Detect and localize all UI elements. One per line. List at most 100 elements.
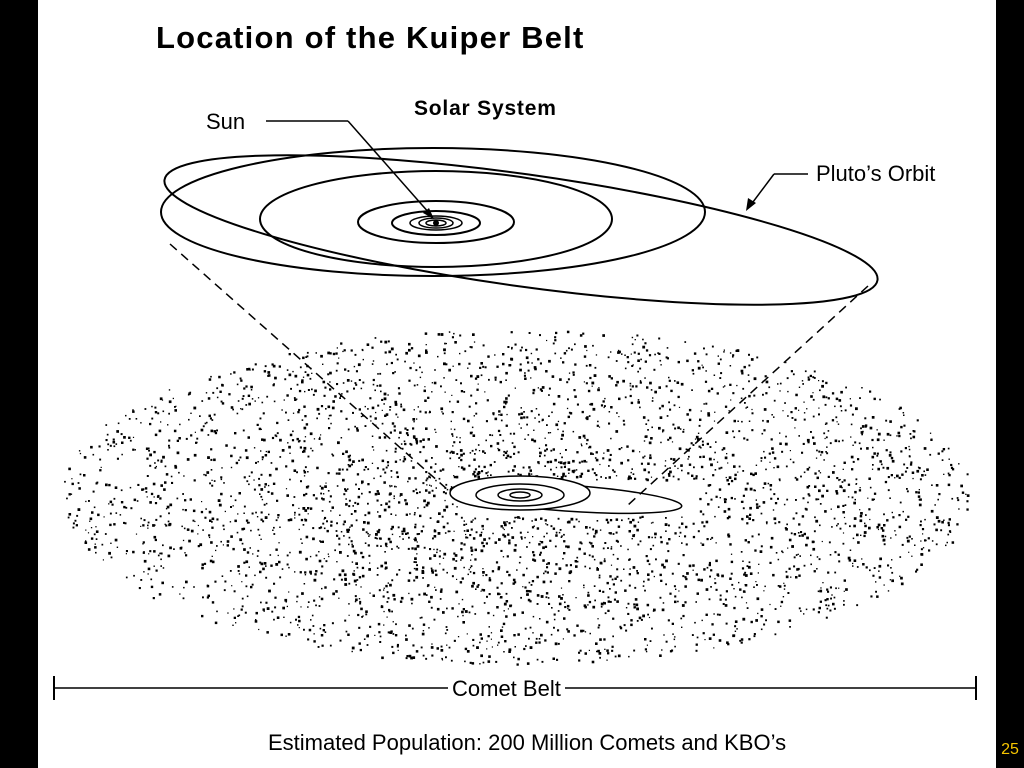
comet-dot [70, 493, 73, 495]
comet-dot [767, 482, 770, 485]
comet-dot [184, 499, 187, 502]
comet-dot [927, 537, 930, 540]
comet-dot [312, 393, 315, 396]
comet-dot [364, 542, 367, 544]
comet-dot [883, 543, 886, 546]
comet-dot [434, 369, 436, 371]
comet-dot [548, 394, 550, 396]
comet-dot [441, 411, 443, 413]
comet-dot [579, 541, 582, 544]
comet-dot [727, 535, 731, 538]
comet-dot [686, 413, 689, 416]
comet-dot [480, 590, 482, 592]
comet-dot [120, 489, 123, 492]
comet-dot [765, 468, 767, 471]
comet-dot [338, 537, 341, 540]
comet-dot [764, 375, 767, 378]
comet-dot [237, 565, 240, 568]
comet-dot [353, 365, 356, 368]
comet-dot [702, 513, 705, 516]
comet-dot [296, 437, 299, 441]
comet-dot [181, 525, 183, 528]
comet-dot [399, 495, 401, 497]
comet-dot [851, 468, 854, 471]
comet-dot [339, 395, 342, 397]
comet-dot [526, 593, 528, 596]
comet-dot [629, 520, 632, 524]
comet-dot [115, 512, 118, 514]
comet-dot [250, 471, 253, 474]
comet-dot [264, 454, 268, 457]
comet-dot [835, 492, 839, 495]
comet-dot [842, 532, 845, 534]
comet-dot [371, 346, 374, 349]
comet-dot [917, 466, 920, 468]
comet-dot [729, 577, 732, 580]
comet-dot [562, 430, 564, 433]
comet-dot [557, 610, 560, 612]
comet-dot [537, 461, 540, 464]
comet-dot [637, 521, 640, 523]
comet-dot [878, 576, 882, 579]
comet-dot [540, 541, 544, 544]
comet-dot [530, 584, 533, 586]
comet-dot [444, 499, 446, 502]
comet-dot [713, 420, 716, 422]
comet-dot [502, 362, 505, 366]
comet-dot [136, 500, 139, 502]
comet-dot [765, 380, 769, 384]
comet-dot [496, 442, 500, 445]
comet-dot [535, 408, 538, 410]
comet-dot [117, 422, 120, 425]
comet-dot [440, 333, 444, 336]
comet-dot [681, 626, 683, 628]
comet-dot [827, 397, 830, 400]
comet-dot [945, 544, 947, 547]
comet-dot [567, 607, 569, 610]
comet-dot [674, 465, 676, 467]
comet-dot [381, 459, 385, 463]
comet-dot [564, 606, 567, 609]
comet-dot [113, 497, 116, 500]
comet-dot [627, 361, 630, 364]
comet-dot [653, 608, 656, 612]
comet-dot [715, 588, 718, 591]
comet-dot [413, 384, 416, 387]
comet-dot [248, 566, 250, 568]
comet-dot [247, 436, 250, 439]
comet-dot [262, 567, 265, 571]
comet-dot [164, 481, 167, 484]
comet-dot [123, 436, 126, 439]
comet-dot [483, 602, 486, 604]
comet-dot [661, 404, 664, 408]
comet-dot [185, 554, 188, 557]
comet-dot [795, 576, 798, 579]
comet-dot [425, 657, 428, 660]
comet-dot [201, 501, 203, 503]
comet-dot [786, 377, 789, 380]
comet-dot [520, 596, 522, 599]
comet-dot [643, 580, 645, 583]
comet-dot [666, 542, 669, 545]
comet-dot [354, 510, 357, 513]
comet-dot [532, 392, 535, 395]
comet-dot [219, 390, 222, 393]
comet-dot [860, 431, 864, 434]
comet-dot [129, 439, 132, 442]
comet-dot [530, 473, 533, 475]
comet-dot [661, 649, 663, 651]
comet-dot [562, 474, 565, 477]
comet-dot [477, 383, 479, 385]
comet-dot [264, 483, 267, 486]
comet-dot [901, 473, 904, 476]
comet-dot [748, 561, 751, 564]
comet-dot [394, 450, 397, 453]
comet-dot [454, 554, 458, 557]
comet-dot [910, 437, 912, 440]
comet-dot [391, 525, 394, 529]
comet-dot [558, 461, 560, 464]
comet-dot [226, 540, 230, 543]
comet-dot [295, 618, 297, 621]
comet-dot [383, 508, 387, 512]
comet-dot [342, 452, 345, 455]
